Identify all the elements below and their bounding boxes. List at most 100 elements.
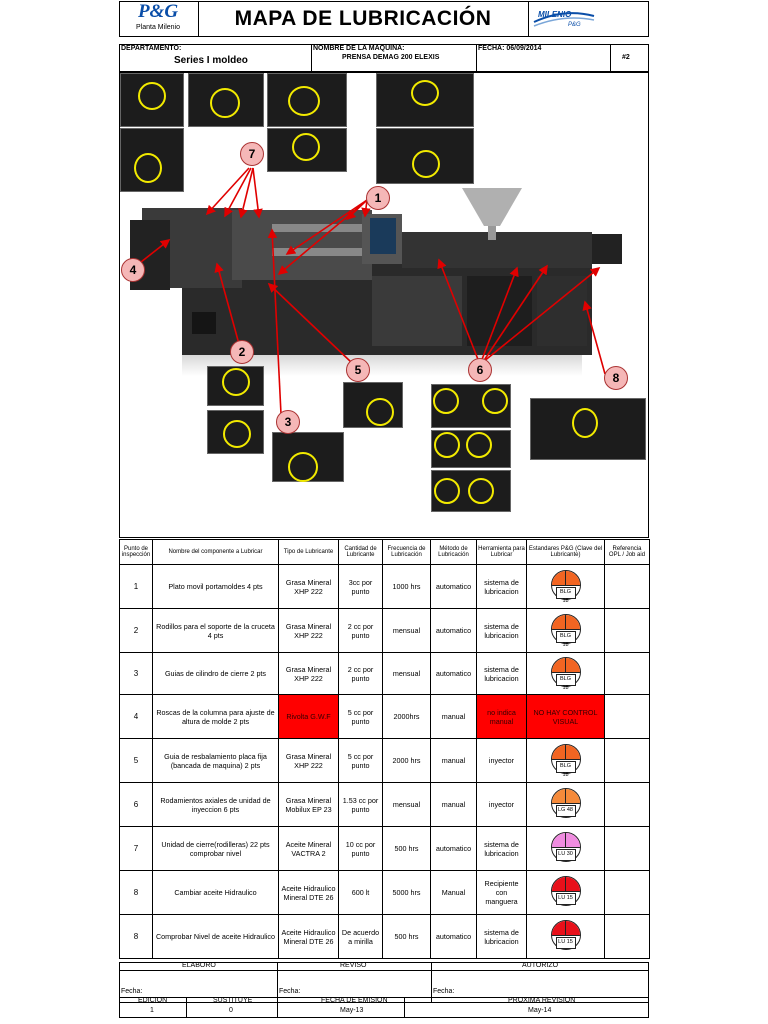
cell-point: 3 <box>119 652 153 695</box>
milenio-logo-sub: P&G <box>568 22 581 28</box>
marker-ring <box>134 153 162 183</box>
lubricant-code: LG 48 <box>555 804 576 817</box>
sheet-number: #2 <box>622 54 630 61</box>
pg-logo-mark: P&G <box>137 1 179 22</box>
table-header-row: Punto de inspección Nombre del component… <box>119 539 650 565</box>
cell-method: automatico <box>430 564 477 609</box>
cell-freq: 2000 hrs <box>382 738 431 783</box>
cell-code: LU 15 <box>526 870 605 915</box>
lubricant-code-symbol: LU 15 <box>550 875 581 908</box>
cell-method: manual <box>430 738 477 783</box>
cell-freq: 5000 hrs <box>382 870 431 915</box>
cell-type: Grasa Mineral XHP 222 <box>278 564 339 609</box>
info-divider-2 <box>476 44 477 72</box>
marker-ring <box>482 388 508 414</box>
info-divider-3 <box>610 44 611 72</box>
footer-v1 <box>277 962 278 1002</box>
marker-ring <box>288 452 318 482</box>
marker-ring <box>434 432 460 458</box>
marker-ring <box>412 150 440 178</box>
lubricant-code: BLG 18 <box>555 630 576 648</box>
footer-v3 <box>186 997 187 1018</box>
col-header: Estandares P&G (Clave del Lubricante) <box>526 539 605 565</box>
cell-name: Rodillos para el soporte de la cruceta 4… <box>152 608 279 653</box>
cell-point: 4 <box>119 694 153 739</box>
cell-point: 8 <box>119 914 153 959</box>
cell-ref <box>604 914 650 959</box>
cell-qty: 1.53 cc por punto <box>338 782 383 827</box>
col-header: Frecuencia de Lubricación <box>382 539 431 565</box>
col-header: Punto de inspección <box>119 539 153 565</box>
milenio-logo-text: MILENIO <box>538 10 572 19</box>
footer-v5 <box>404 997 405 1018</box>
lubricant-code: LU 30 <box>555 848 576 861</box>
cell-type: Grasa Mineral Mobilux EP 23 <box>278 782 339 827</box>
cell-ref <box>604 870 650 915</box>
col-header: Nombre del componente a Lubricar <box>152 539 279 565</box>
callout-6: 6 <box>468 358 492 382</box>
marker-ring <box>222 368 250 396</box>
cell-type: Rivolta G.W.F <box>278 694 339 739</box>
callout-8: 8 <box>604 366 628 390</box>
cell-qty: 2 cc por punto <box>338 652 383 695</box>
sustituye-label: SUSTITUYE <box>213 997 253 1004</box>
cell-freq: mensual <box>382 652 431 695</box>
cell-freq: mensual <box>382 608 431 653</box>
col-header: Tipo de Lubricante <box>278 539 339 565</box>
marker-ring <box>210 88 240 118</box>
cell-name: Cambiar aceite Hidraulico <box>152 870 279 915</box>
cell-tool: sistema de lubricacion <box>476 914 527 959</box>
cell-ref <box>604 652 650 695</box>
photo-area <box>119 72 649 538</box>
cell-method: automatico <box>430 826 477 871</box>
department-value: Series I moldeo <box>174 55 248 66</box>
cell-type: Grasa Mineral XHP 222 <box>278 652 339 695</box>
cell-point: 1 <box>119 564 153 609</box>
cell-name: Rodamientos axiales de unidad de inyecci… <box>152 782 279 827</box>
marker-ring <box>288 86 320 116</box>
cell-type: Aceite Mineral VACTRA 2 <box>278 826 339 871</box>
info-divider-1 <box>311 44 312 72</box>
cell-point: 5 <box>119 738 153 783</box>
marker-ring <box>411 80 439 106</box>
footer-h1 <box>119 970 649 971</box>
marker-ring <box>572 408 598 438</box>
reviso-label: REVISO <box>340 962 367 969</box>
footer-h2 <box>119 997 649 998</box>
lubricant-code-symbol: BLG 18 <box>550 613 581 648</box>
lubricant-code: BLG 18 <box>555 673 576 691</box>
cell-point: 8 <box>119 870 153 915</box>
cell-tool: sistema de lubricacion <box>476 826 527 871</box>
cell-name: Unidad de cierre(rodilleras) 22 pts comp… <box>152 826 279 871</box>
cell-name: Plato movil portamoldes 4 pts <box>152 564 279 609</box>
date-label: FECHA: 06/09/2014 <box>478 45 542 52</box>
callout-5: 5 <box>346 358 370 382</box>
cell-code: NO HAY CONTROL VISUAL <box>526 694 605 739</box>
cell-type: Grasa Mineral XHP 222 <box>278 738 339 783</box>
col-header: Método de Lubricación <box>430 539 477 565</box>
cell-tool: sistema de lubricacion <box>476 652 527 695</box>
cell-freq: 500 hrs <box>382 914 431 959</box>
lubricant-code-symbol: BLG 18 <box>550 743 581 778</box>
cell-tool: sistema de lubricacion <box>476 564 527 609</box>
proxima-value: May-14 <box>528 1007 552 1014</box>
info-row <box>119 44 649 72</box>
marker-ring <box>466 432 492 458</box>
cell-qty: 5 cc por punto <box>338 738 383 783</box>
cell-freq: mensual <box>382 782 431 827</box>
arrows-layer <box>140 167 606 415</box>
proxima-label: PROXIMA REVISION <box>508 997 576 1004</box>
cell-freq: 500 hrs <box>382 826 431 871</box>
footer-v4 <box>277 997 278 1018</box>
cell-qty: 5 cc por punto <box>338 694 383 739</box>
lubricant-code: BLG 18 <box>555 760 576 778</box>
cell-code: BLG 18 <box>526 738 605 783</box>
cell-tool: Recipiente con manguera <box>476 870 527 915</box>
plant-name: Planta Milenio <box>136 24 180 31</box>
cell-freq: 2000hrs <box>382 694 431 739</box>
cell-code: LU 30 <box>526 826 605 871</box>
col-header: Herramienta para Lubricar <box>476 539 527 565</box>
cell-method: automatico <box>430 608 477 653</box>
